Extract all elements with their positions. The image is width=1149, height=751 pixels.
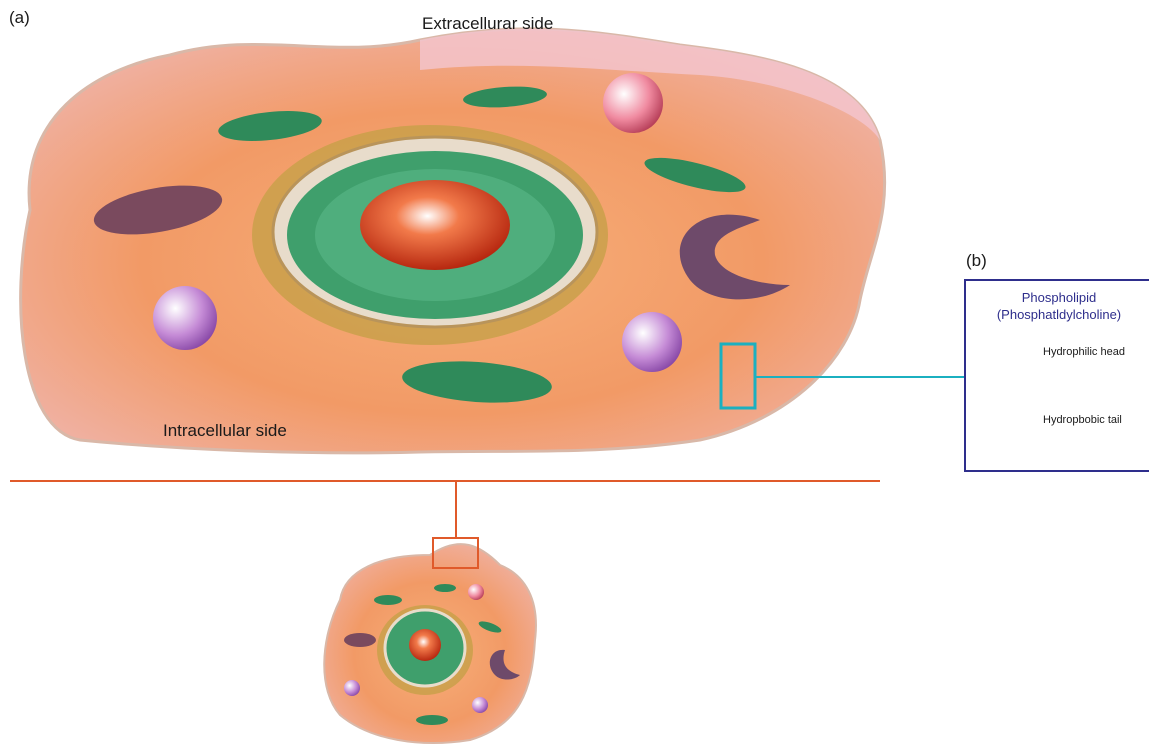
panel-a-label: (a): [9, 8, 30, 28]
phospholipid-panel: Phospholipid (Phosphatldylcholine): [964, 279, 1149, 472]
phospholipid-title-line2: (Phosphatldylcholine): [966, 306, 1149, 323]
small-vesicle-3: [472, 697, 488, 713]
small-cell: [324, 538, 536, 743]
intracellular-side-label: Intracellular side: [163, 421, 287, 441]
vesicle-left: [153, 286, 217, 350]
small-vesicle-2: [344, 680, 360, 696]
small-mito-4: [416, 715, 448, 725]
phospholipid-title-line1: Phospholipid: [966, 289, 1149, 306]
nucleolus: [360, 180, 510, 270]
vesicle-right: [622, 312, 682, 372]
small-golgi-left: [344, 633, 376, 647]
vesicle-top: [603, 73, 663, 133]
small-mito-2: [434, 584, 456, 592]
phospholipid-title: Phospholipid (Phosphatldylcholine): [966, 289, 1149, 323]
small-vesicle-1: [468, 584, 484, 600]
panel-b-label: (b): [966, 251, 987, 271]
hydrophilic-head-label: Hydrophilic head: [1043, 346, 1125, 358]
hydrophobic-tail-label: Hydropbobic tail: [1043, 414, 1122, 426]
small-mito-1: [374, 595, 402, 605]
small-nucleolus: [409, 629, 441, 661]
extracellular-side-label: Extracellurar side: [422, 14, 553, 34]
